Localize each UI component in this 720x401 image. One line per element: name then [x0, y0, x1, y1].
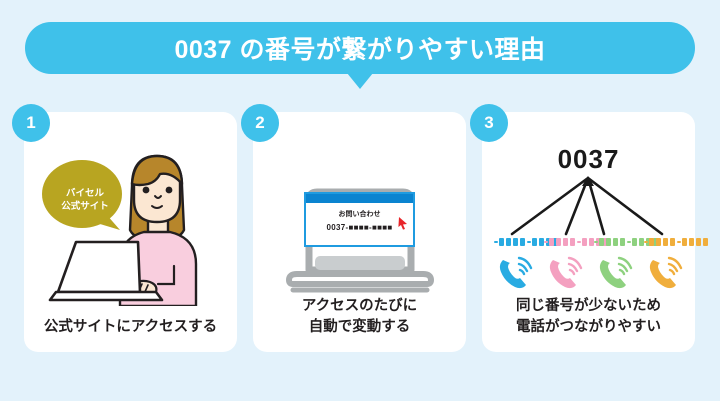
step-badge-2: 2 — [241, 104, 279, 142]
strip-block — [663, 238, 668, 246]
strip-block — [582, 238, 587, 246]
strip-dash — [677, 241, 681, 243]
strip-block — [620, 238, 625, 246]
step-caption-1: 公式サイトにアクセスする — [24, 317, 237, 338]
strip-block — [689, 238, 694, 246]
laptop-base-icon — [286, 271, 434, 287]
strip-dash — [494, 241, 498, 243]
step-badge-3: 3 — [470, 104, 508, 142]
strip-block — [556, 238, 561, 246]
step-number-2: 2 — [255, 113, 265, 132]
step-badge-1: 1 — [12, 104, 50, 142]
strip-block — [546, 238, 551, 246]
mouth-icon — [151, 205, 163, 209]
number-strip-2 — [544, 238, 609, 246]
speech-bubble-line-2: 公式サイト — [61, 200, 109, 212]
step-caption-2-line-2: 自動で変動する — [308, 318, 411, 335]
strip-block — [646, 238, 651, 246]
laptop-base-icon — [48, 290, 164, 302]
strip-block — [632, 238, 637, 246]
cursor-icon — [398, 217, 407, 230]
step-caption-2: アクセスのたびに 自動で変動する — [253, 296, 466, 338]
strip-block — [703, 238, 708, 246]
title-banner: 0037 の番号が繋がりやすい理由 — [25, 22, 695, 74]
strip-block — [570, 238, 575, 246]
step-number-3: 3 — [484, 113, 494, 132]
strip-dash — [577, 241, 581, 243]
phone-orange-icon — [649, 256, 683, 289]
strip-dash — [627, 241, 631, 243]
strip-block — [599, 238, 604, 246]
phone-blue-icon — [499, 256, 533, 289]
step-caption-1-line: 公式サイトにアクセスする — [43, 318, 218, 335]
strip-block — [563, 238, 568, 246]
masked-block-1: ■■■■ — [348, 223, 369, 232]
strip-block — [549, 238, 554, 246]
inquiry-label: お問い合わせ — [338, 211, 381, 218]
step-caption-3-line-2: 電話がつながりやすい — [516, 318, 661, 335]
strip-block — [532, 238, 537, 246]
strip-block — [653, 238, 658, 246]
step-number-1: 1 — [26, 113, 36, 132]
banner-tail-arrow — [347, 73, 373, 89]
step-caption-3-line-1: 同じ番号が少ないため — [516, 297, 661, 314]
strip-block — [499, 238, 504, 246]
nose-icon — [154, 195, 162, 199]
strip-block — [506, 238, 511, 246]
strip-block — [520, 238, 525, 246]
strip-dash — [544, 241, 548, 243]
step-card-3: 3 0037 — [470, 104, 708, 352]
strip-block — [682, 238, 687, 246]
step-card-2: 2 お問い合わせ 0037- ■■■■ - ■■■■ アクセスのたびに 自動で変 — [241, 104, 466, 352]
strip-block — [589, 238, 594, 246]
strip-block — [513, 238, 518, 246]
strip-block — [539, 238, 544, 246]
step-caption-3: 同じ番号が少ないため 電話がつながりやすい — [482, 296, 695, 338]
strip-dash — [527, 241, 531, 243]
phone-green-icon — [599, 256, 633, 289]
number-strip-3 — [594, 238, 659, 246]
strip-block — [553, 238, 558, 246]
step-card-1: 1 — [12, 104, 237, 352]
browser-titlebar — [306, 194, 413, 203]
eye-right-icon — [165, 186, 173, 194]
strip-block — [596, 238, 601, 246]
masked-block-2: ■■■■ — [371, 223, 393, 232]
branch-lines-icon — [510, 176, 664, 236]
strip-block — [670, 238, 675, 246]
phone-prefix: 0037- — [326, 223, 349, 232]
strip-block — [656, 238, 661, 246]
woman-at-laptop-icon — [42, 154, 198, 306]
strip-dash — [594, 241, 598, 243]
laptop-keyboard-icon — [315, 256, 405, 270]
phone-separator: - — [369, 223, 372, 232]
root-number: 0037 — [557, 144, 620, 174]
strip-dash — [644, 241, 648, 243]
eye-left-icon — [142, 186, 150, 194]
laptop-screen-icon — [56, 240, 142, 294]
phone-pink-icon — [549, 256, 583, 289]
speech-bubble-text: バイセル 公式サイト — [50, 188, 120, 214]
strip-block — [613, 238, 618, 246]
speech-bubble-line-1: バイセル — [65, 188, 104, 199]
strip-block — [696, 238, 701, 246]
strip-block — [649, 238, 654, 246]
step-caption-2-line-1: アクセスのたびに — [301, 297, 418, 314]
strip-block — [603, 238, 608, 246]
strip-block — [606, 238, 611, 246]
number-strip-4 — [644, 238, 709, 246]
strip-block — [639, 238, 644, 246]
browser-window: お問い合わせ 0037- ■■■■ - ■■■■ — [304, 192, 415, 247]
number-strip-1 — [494, 238, 559, 246]
speech-bubble-icon — [42, 160, 122, 230]
masked-phone-number: 0037- ■■■■ - ■■■■ — [306, 223, 413, 232]
page-title: 0037 の番号が繋がりやすい理由 — [174, 36, 546, 64]
